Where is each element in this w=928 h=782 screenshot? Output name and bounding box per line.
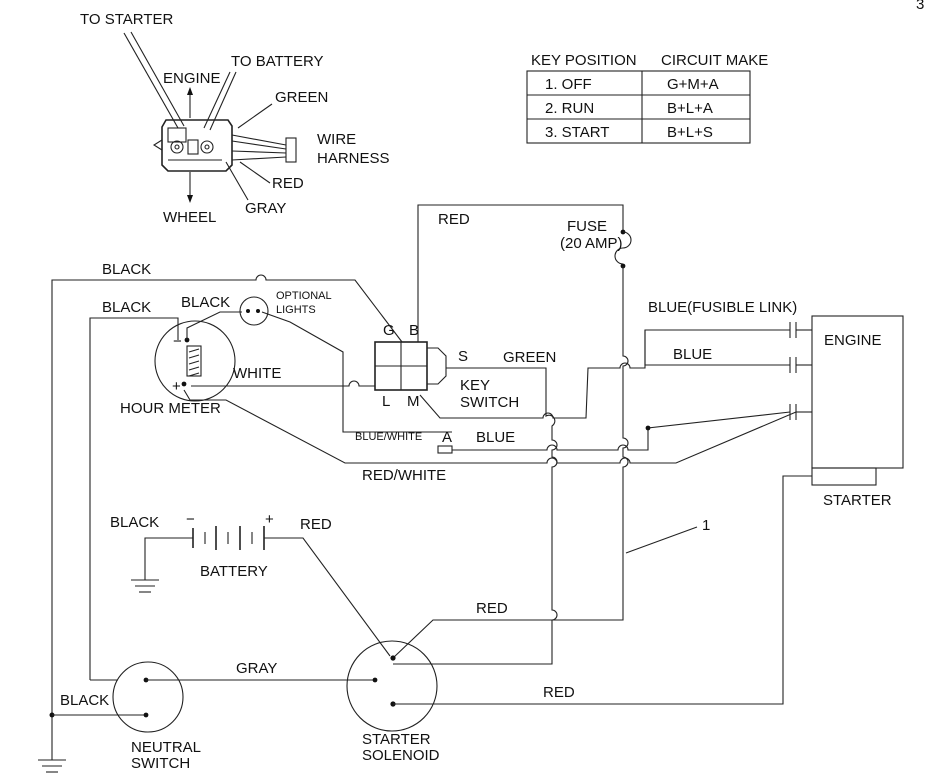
key-switch-label-1: KEY [460,377,490,394]
battery: BLACK − + RED BATTERY [110,511,391,657]
wire-white [191,380,375,387]
neutral-switch-label-2: SWITCH [131,755,190,772]
solenoid-label-2: SOLENOID [362,747,440,764]
callout-1: 1 [702,517,710,534]
label-blue-a: BLUE [476,429,515,446]
label-to-battery: TO BATTERY [231,53,324,70]
engine-label: ENGINE [824,332,882,349]
label-black-battery: BLACK [110,514,159,531]
label-engine: ENGINE [163,70,221,87]
label-red-solenoid-lower: RED [543,684,575,701]
wire-black-left [89,317,179,680]
label-wire: WIRE [317,131,356,148]
ground-icon [38,759,66,773]
key-switch-label-2: SWITCH [460,394,519,411]
label-red-battery: RED [300,516,332,533]
table-cell-off: 1. OFF [545,76,592,93]
starter: STARTER [811,467,892,509]
terminal-l: L [382,393,390,410]
label-black-top: BLACK [102,261,151,278]
label-gray: GRAY [236,660,277,677]
optional-lights-label-2: LIGHTS [276,304,316,316]
battery-label: BATTERY [200,563,268,580]
label-blue-white: BLUE/WHITE [355,431,422,443]
wire-red-starter [393,475,812,705]
wire-main-feed [392,266,629,659]
label-red-solenoid-upper: RED [476,600,508,617]
label-blue-fusible: BLUE(FUSIBLE LINK) [648,299,797,316]
table-header-key-position: KEY POSITION [531,52,637,69]
key-switch: G B S L M KEY SWITCH [374,322,519,411]
neutral-switch-label-1: NEUTRAL [131,739,201,756]
battery-minus: − [186,511,195,528]
wire-blue-engine [644,330,790,366]
optional-lights-label-1: OPTIONAL [276,290,332,302]
arrow-down-icon [187,195,193,203]
wire-black-top [51,274,403,718]
table-frame [526,70,751,144]
label-red: RED [272,175,304,192]
starter-solenoid: STARTER SOLENOID [346,640,440,764]
label-wheel: WHEEL [163,209,216,226]
key-switch-body-detail [161,119,233,172]
label-to-starter: TO STARTER [80,11,174,28]
starter-label: STARTER [823,492,892,509]
terminal-a: A [442,429,452,446]
hour-meter-label: HOUR METER [120,400,221,417]
wire-blue-a [452,411,791,451]
label-green: GREEN [275,89,328,106]
table-cell-off-circuit: G+M+A [667,76,719,93]
table-cell-start: 3. START [545,124,609,141]
label-black-lights: BLACK [181,294,230,311]
key-position-table: KEY POSITION CIRCUIT MAKE 1. OFF G+M+A 2… [526,52,768,144]
wire-green [393,367,558,665]
label-red-white: RED/WHITE [362,467,446,484]
terminal-m: M [407,393,420,410]
label-red-fuse: RED [438,211,470,228]
label-green: GREEN [503,349,556,366]
connector-detail: TO STARTER TO BATTERY ENGINE GREEN WIRE … [80,11,390,226]
hour-meter-minus: − [173,333,182,350]
wire-m [419,329,790,419]
hour-meter-plus: + [172,378,181,395]
label-harness: HARNESS [317,150,390,167]
table-cell-start-circuit: B+L+S [667,124,713,141]
wire-harness-plug [285,137,297,163]
hour-meter: − + HOUR METER [120,320,236,417]
solenoid-label-1: STARTER [362,731,431,748]
fuse-label-1: FUSE [567,218,607,235]
table-cell-run: 2. RUN [545,100,594,117]
table-cell-run-circuit: B+L+A [667,100,713,117]
label-white: WHITE [233,365,281,382]
terminal-b: B [409,322,419,339]
page-number: 3 [916,0,924,13]
optional-lights: OPTIONAL LIGHTS [239,290,332,326]
label-gray: GRAY [245,200,286,217]
terminal-s: S [458,348,468,365]
battery-ground-icon [131,579,159,593]
table-header-circuit-make: CIRCUIT MAKE [661,52,768,69]
label-black-neutral: BLACK [60,692,109,709]
fuse: FUSE (20 AMP) [560,218,632,269]
terminal-g: G [383,322,395,339]
neutral-switch: NEUTRAL SWITCH [90,661,375,772]
wire-red-fuse [417,204,624,342]
arrow-up-icon [187,87,193,95]
label-black-left: BLACK [102,299,151,316]
label-blue-engine: BLUE [673,346,712,363]
engine: ENGINE [789,315,904,469]
battery-plus: + [265,511,274,528]
fuse-label-2: (20 AMP) [560,235,623,252]
